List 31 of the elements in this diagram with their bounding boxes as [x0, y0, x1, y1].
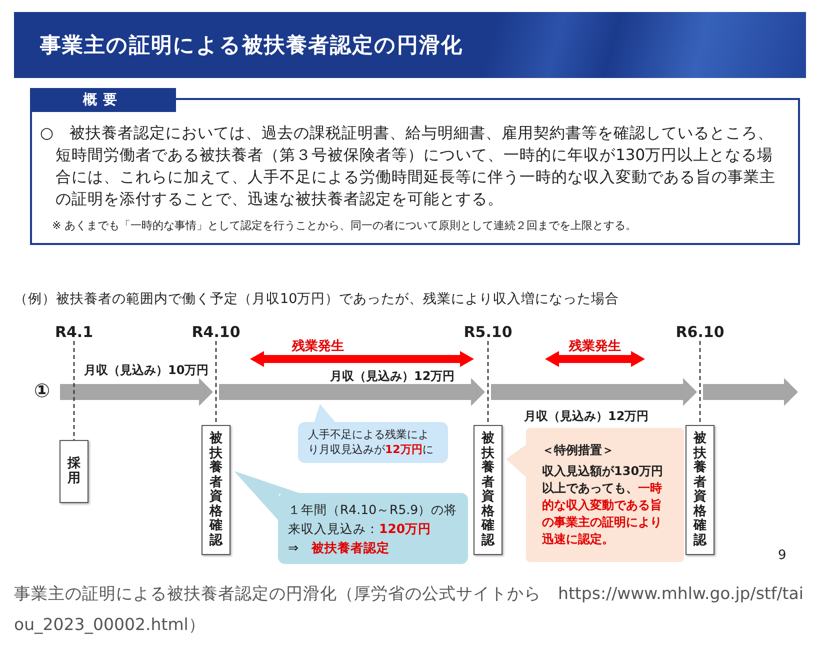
income-label: 月収（見込み）12万円: [524, 408, 649, 425]
summary-text: ○ 被扶養者認定においては、過去の課税証明書、給与明細書、雇用契約書等を確認しているところ、短時間労働者である被扶養者（第３号被保険者等）について、一時的に年収が130万円以上となる場合には、これらに加えて、人手不足による労働時間延長等に伴う一時的な収入変動である旨の事業主の証明を添付することで、迅速な被扶養者認定を可能とする。: [40, 123, 776, 210]
dashed-line: [215, 341, 217, 425]
example-heading: （例）被扶養者の範囲内で働く予定（月収10万円）であったが、残業により収入増になった場合: [14, 290, 620, 308]
summary-panel: [30, 88, 800, 245]
title-banner: 事業主の証明による被扶養者認定の円滑化: [14, 12, 806, 78]
callout-text: 収入見込額が130万円以上であっても、一時的な収入変動である旨の事業主の証明により迅速に認定。: [542, 463, 664, 548]
income-label: 月収（見込み）12万円: [330, 368, 455, 385]
date-label: R4.1: [54, 323, 94, 341]
date-label: R5.10: [464, 323, 512, 341]
page-number: 9: [778, 548, 786, 563]
dashed-line: [487, 341, 489, 425]
event-box: 被扶養者資格確認: [686, 425, 714, 555]
callout-text: １年間（R4.10～R5.9）の将来収入見込み：120万円: [288, 501, 458, 538]
caption-text: 事業主の証明による被扶養者認定の円滑化（厚労省の公式サイトから https://www.mhlw.go.jp/stf/taiou_2023_00002.html）: [14, 583, 804, 636]
dashed-line: [699, 341, 701, 425]
circled-number: ①: [34, 380, 50, 402]
event-box: 採用: [60, 440, 88, 503]
note-text: ※ あくまでも「一時的な事情」として認定を行うことから、同一の者について原則として連続２回までを上限とする。: [52, 218, 638, 233]
overtime-label: 残業発生: [569, 338, 621, 355]
income-label: 月収（見込み）10万円: [84, 362, 209, 379]
section-tab: 概要: [30, 88, 176, 112]
overtime-label: 残業発生: [292, 338, 344, 355]
event-box: 被扶養者資格確認: [474, 425, 502, 555]
callout-text: ⇒ 被扶養者認定: [288, 539, 390, 557]
callout-text: 人手不足による残業により月収見込みが12万円に: [308, 427, 434, 457]
event-box: 被扶養者資格確認: [202, 425, 230, 555]
callout-heading: ＜特例措置＞: [542, 442, 614, 459]
dashed-line: [73, 341, 75, 440]
date-label: R6.10: [676, 323, 724, 341]
date-label: R4.10: [192, 323, 240, 341]
